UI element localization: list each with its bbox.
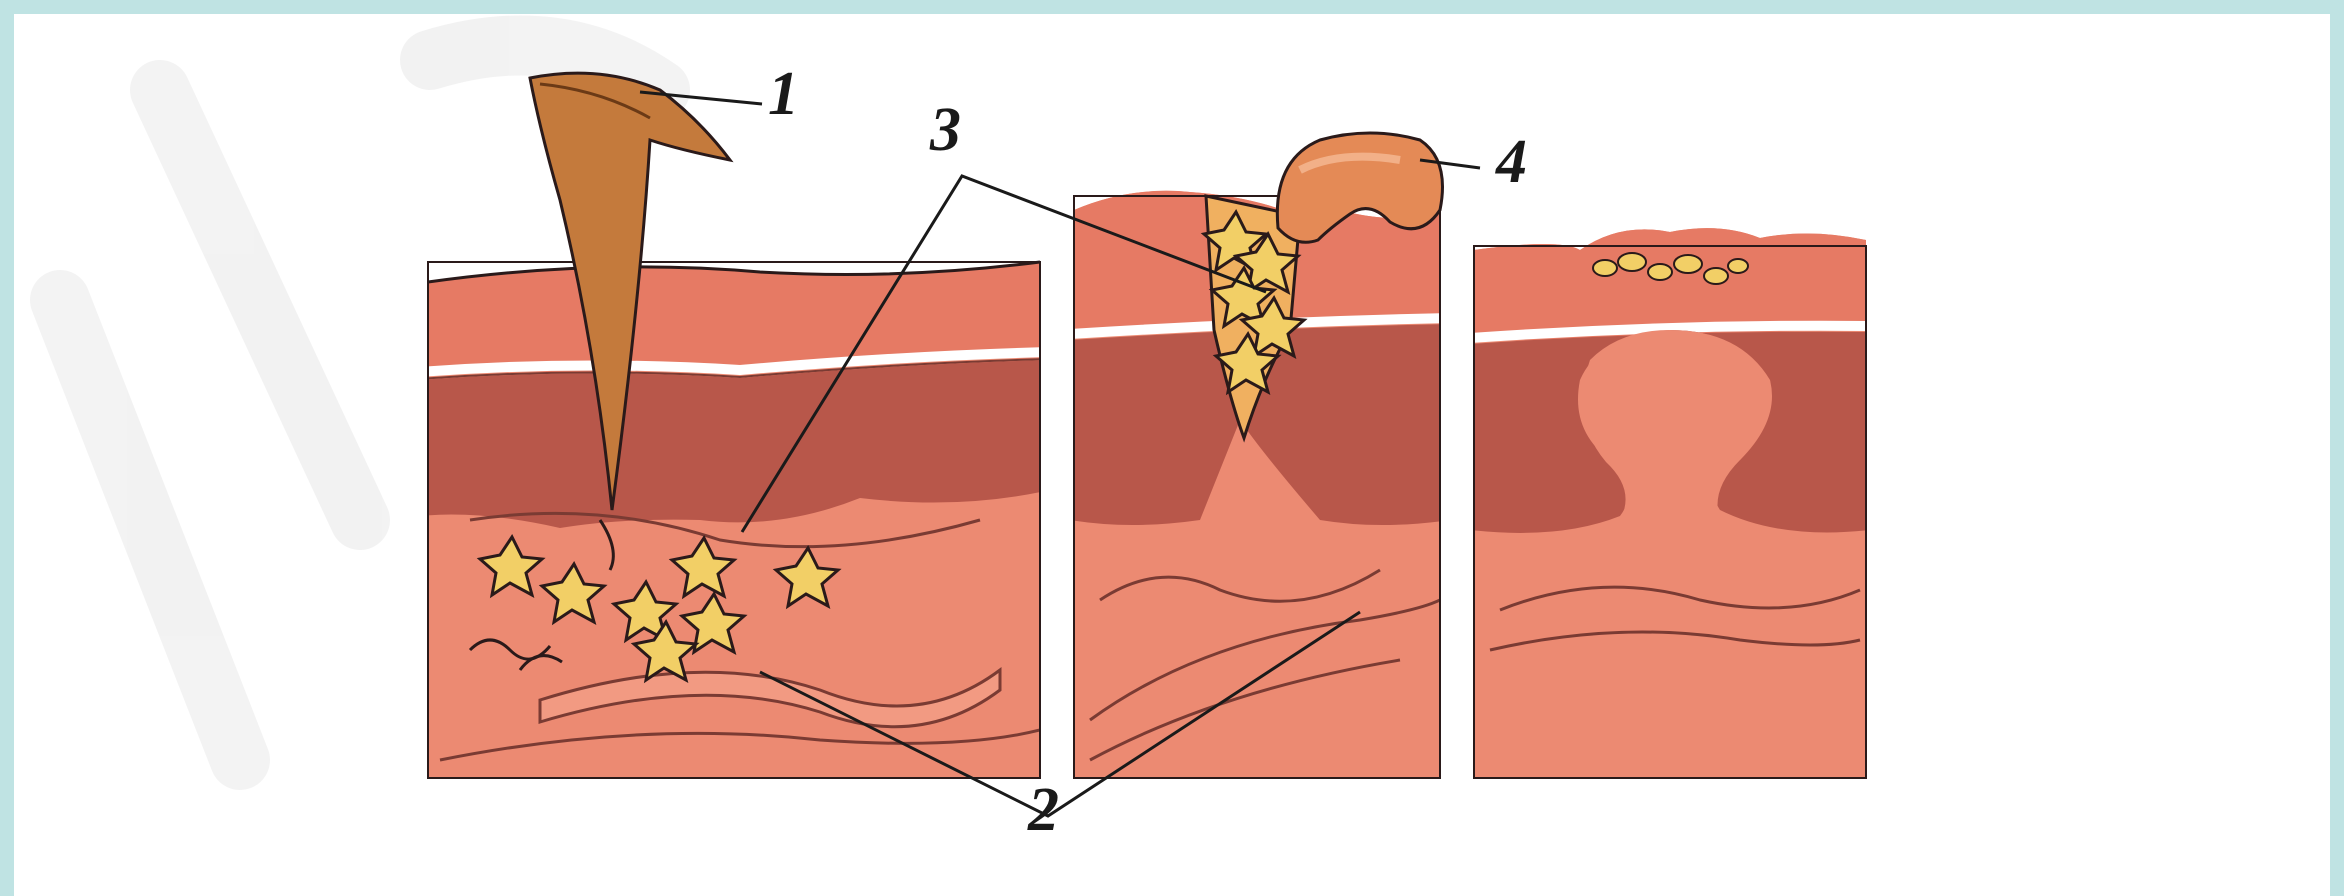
label-4: 4 — [1495, 128, 1527, 196]
panel-1 — [420, 73, 1050, 790]
label-1: 1 — [768, 60, 799, 128]
panel-3 — [1470, 220, 1870, 790]
panel-2 — [1070, 133, 1450, 790]
label-2: 2 — [1027, 776, 1059, 844]
label-3: 3 — [929, 96, 961, 164]
